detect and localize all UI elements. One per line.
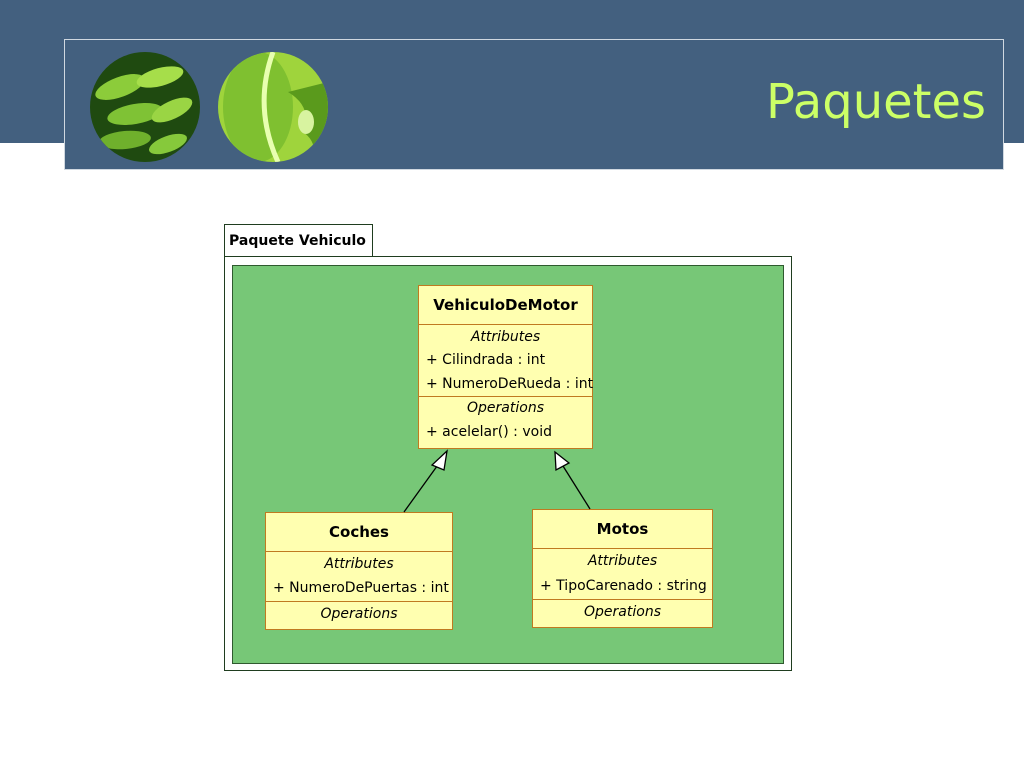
attribute-row: + Cilindrada : int [426,352,546,368]
attributes-label: Attributes [470,329,541,345]
class-motos[interactable]: Motos Attributes + TipoCarenado : string… [532,509,713,628]
generalization-line-coches [403,461,441,513]
attribute-row: + NumeroDeRueda : int [426,376,594,392]
attributes-label: Attributes [324,556,394,572]
operations-label: Operations [266,601,452,627]
class-vehiculodemotor[interactable]: VehiculoDeMotor Attributes + Cilindrada … [418,285,593,449]
operation-row: + acelelar() : void [426,424,552,440]
attribute-row: + NumeroDePuertas : int [273,580,449,596]
class-name: Motos [533,510,712,549]
operations-label: Operations [533,599,712,625]
class-name: Coches [266,513,452,552]
leaf-photo-icon [90,52,200,162]
attribute-row: + TipoCarenado : string [540,578,707,594]
class-name: VehiculoDeMotor [419,286,592,325]
attributes-label: Attributes [587,553,658,569]
package-tab-label: Paquete Vehiculo [224,224,373,257]
slide-title: Paquetes [766,74,986,130]
generalization-arrowhead-motos [554,450,571,472]
operations-label: Operations [419,396,592,420]
generalization-arrowhead-coches [430,449,448,471]
generalization-line-motos [562,465,591,510]
class-coches[interactable]: Coches Attributes + NumeroDePuertas : in… [265,512,453,630]
